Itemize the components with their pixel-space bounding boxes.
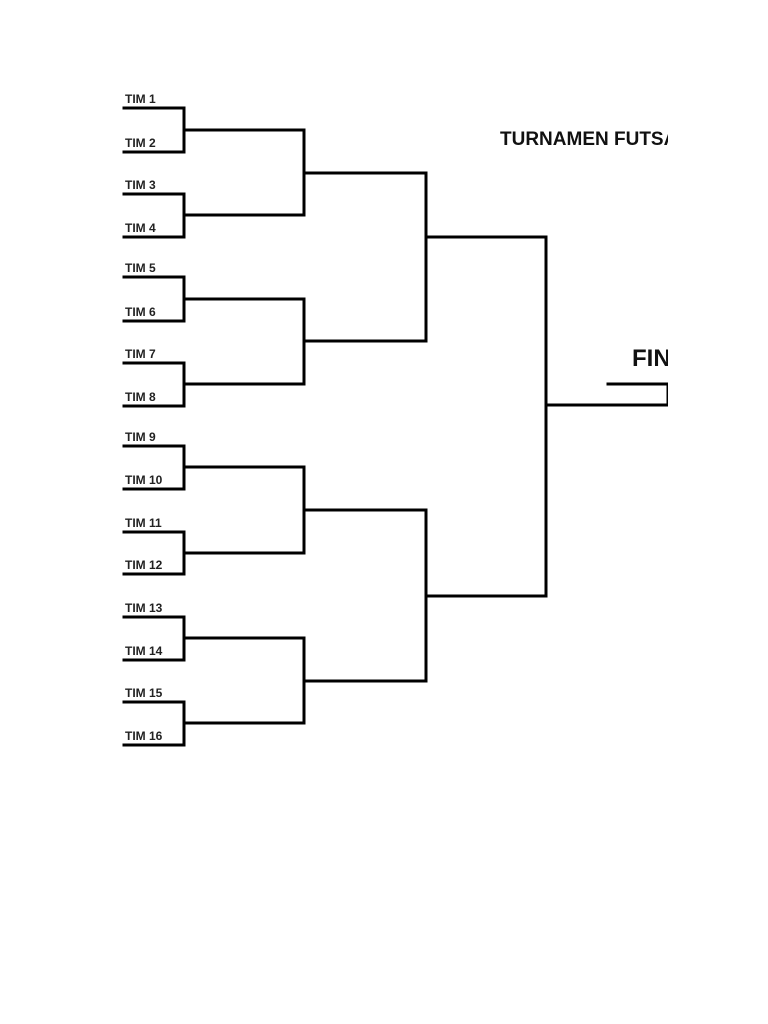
team-label: TIM 14 bbox=[125, 644, 163, 658]
team-label: TIM 11 bbox=[125, 516, 162, 530]
bracket-area: TIM 1 TIM 2 TIM 3 TIM 4 TIM 5 TIM 6 TIM 7 TIM 8… bbox=[122, 92, 668, 747]
team-label: TIM 7 bbox=[125, 347, 156, 361]
team-label: TIM 12 bbox=[125, 558, 163, 572]
team-label: TIM 15 bbox=[125, 686, 163, 700]
team-label: TIM 6 bbox=[125, 305, 156, 319]
final-label: FINAL bbox=[632, 345, 668, 372]
team-label: TIM 16 bbox=[125, 729, 163, 743]
team-label: TIM 13 bbox=[125, 601, 163, 615]
team-label: TIM 2 bbox=[125, 136, 156, 150]
team-label: TIM 8 bbox=[125, 390, 156, 404]
tournament-title: TURNAMEN FUTSAL bbox=[500, 129, 668, 150]
team-label: TIM 3 bbox=[125, 178, 156, 192]
bracket-diagram bbox=[122, 106, 668, 747]
team-label: TIM 10 bbox=[125, 473, 163, 487]
team-label: TIM 9 bbox=[125, 430, 156, 444]
team-label: TIM 1 bbox=[125, 92, 156, 106]
team-label: TIM 4 bbox=[125, 221, 156, 235]
team-label: TIM 5 bbox=[125, 261, 156, 275]
